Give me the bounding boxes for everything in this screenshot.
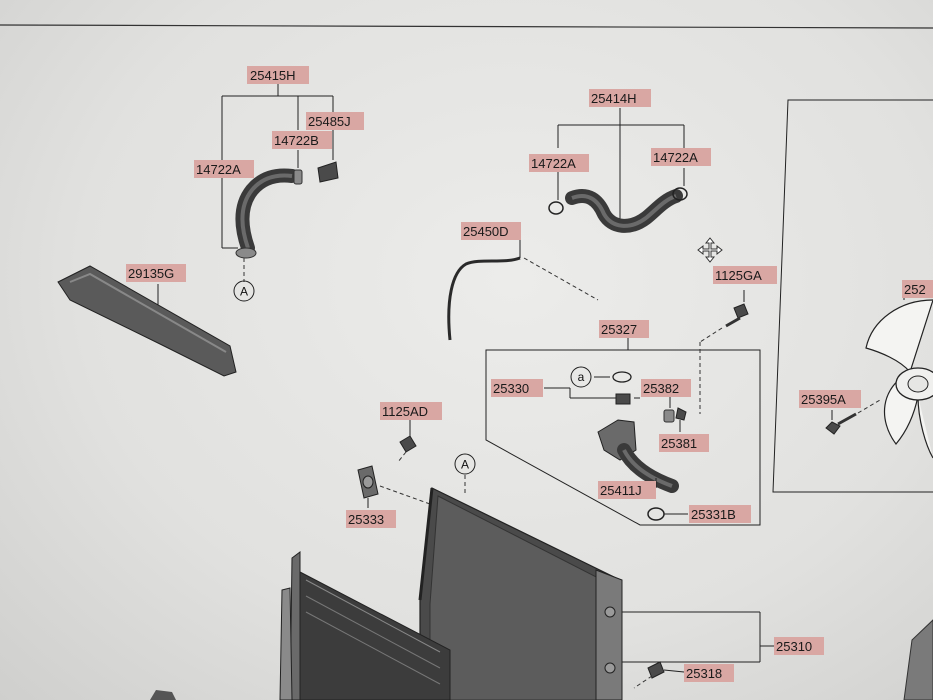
marker-a-lower — [454, 453, 476, 475]
clamp-14722B — [293, 169, 303, 185]
cover-29135G — [57, 265, 237, 377]
upper-hose — [235, 168, 299, 255]
move-icon — [697, 237, 723, 263]
marker-a-upper-text: A — [240, 285, 248, 299]
overflow-tube — [447, 256, 521, 341]
label-29135G: 29135G — [128, 266, 174, 281]
label-25318: 25318 — [686, 666, 722, 681]
reservoir-frame — [485, 349, 761, 526]
hose-25411J — [617, 443, 679, 493]
label-14722A-left: 14722A — [196, 162, 241, 177]
marker-a-lower-text: A — [461, 458, 469, 472]
label-25395A: 25395A — [801, 392, 846, 407]
fan-frame — [772, 99, 933, 493]
clamp-14722A-r — [672, 187, 688, 201]
label-25327: 25327 — [601, 322, 637, 337]
label-25485J: 25485J — [308, 114, 351, 129]
marker-a-small — [570, 366, 592, 388]
frame-top-line — [0, 24, 933, 29]
marker-a-upper — [233, 280, 255, 302]
label-1125AD: 1125AD — [382, 404, 428, 419]
label-25411J: 25411J — [600, 483, 642, 498]
clamp-lower — [235, 247, 257, 259]
label-252-partial: 252 — [904, 282, 926, 297]
label-25414H: 25414H — [591, 91, 637, 106]
radiator-25310 — [418, 487, 623, 700]
label-14722A-right: 14722A — [653, 150, 698, 165]
label-14722A-mid: 14722A — [531, 156, 576, 171]
label-25333: 25333 — [348, 512, 384, 527]
label-25381: 25381 — [661, 436, 697, 451]
label-25330: 25330 — [493, 381, 529, 396]
label-25382: 25382 — [643, 381, 679, 396]
clamp-14722A-m — [548, 201, 564, 215]
marker-a-small-text: a — [578, 370, 585, 384]
fitting-25485J — [317, 161, 339, 183]
label-25415H: 25415H — [250, 68, 296, 83]
condenser — [279, 551, 451, 700]
label-1125GA: 1125GA — [715, 268, 762, 283]
label-14722B: 14722B — [274, 133, 319, 148]
label-25310: 25310 — [776, 639, 812, 654]
lower-hose — [565, 189, 683, 233]
cap-25382 — [615, 393, 631, 405]
cooling-fan — [865, 299, 933, 459]
label-25331B: 25331B — [691, 507, 736, 522]
label-25450D: 25450D — [463, 224, 509, 239]
